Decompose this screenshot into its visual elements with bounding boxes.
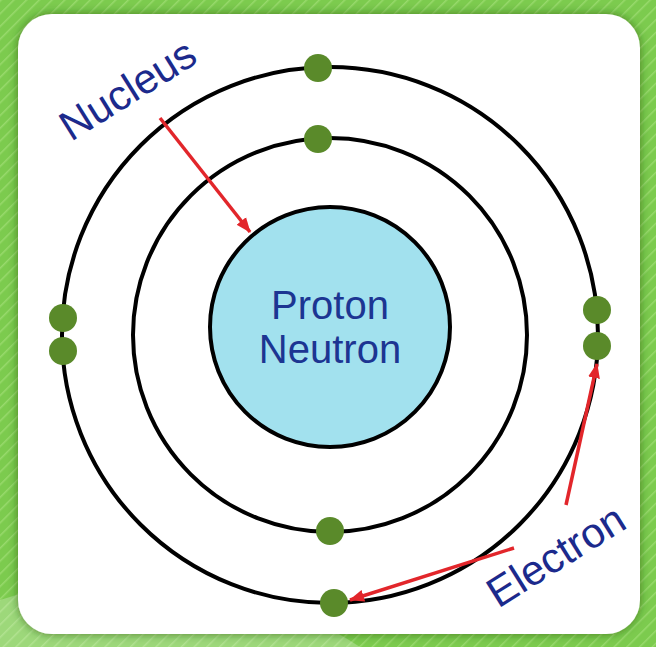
white-panel	[18, 14, 640, 634]
electron-dot	[320, 589, 348, 617]
outer-orbit	[62, 67, 598, 603]
electron-dot	[49, 337, 77, 365]
particle-name: Proton	[271, 283, 389, 327]
electron-dot	[49, 304, 77, 332]
electron-dot	[316, 517, 344, 545]
leader-arrow	[160, 118, 250, 232]
nucleus-text-group: ProtonNeutron	[208, 205, 452, 449]
electron-dot	[304, 54, 332, 82]
nucleus-label: Nucleus	[51, 30, 204, 149]
electron-dot	[304, 125, 332, 153]
electron-dots	[49, 54, 611, 617]
electron-label: Electron	[478, 496, 633, 617]
inner-orbit	[133, 138, 527, 532]
leader-arrows	[160, 118, 597, 600]
nucleus-disc	[210, 207, 450, 447]
nucleus-circle: ProtonNeutron	[208, 205, 452, 449]
electron-dot	[583, 332, 611, 360]
particle-name: Neutron	[259, 327, 401, 371]
leader-arrow	[566, 364, 597, 505]
electron-dot	[583, 296, 611, 324]
